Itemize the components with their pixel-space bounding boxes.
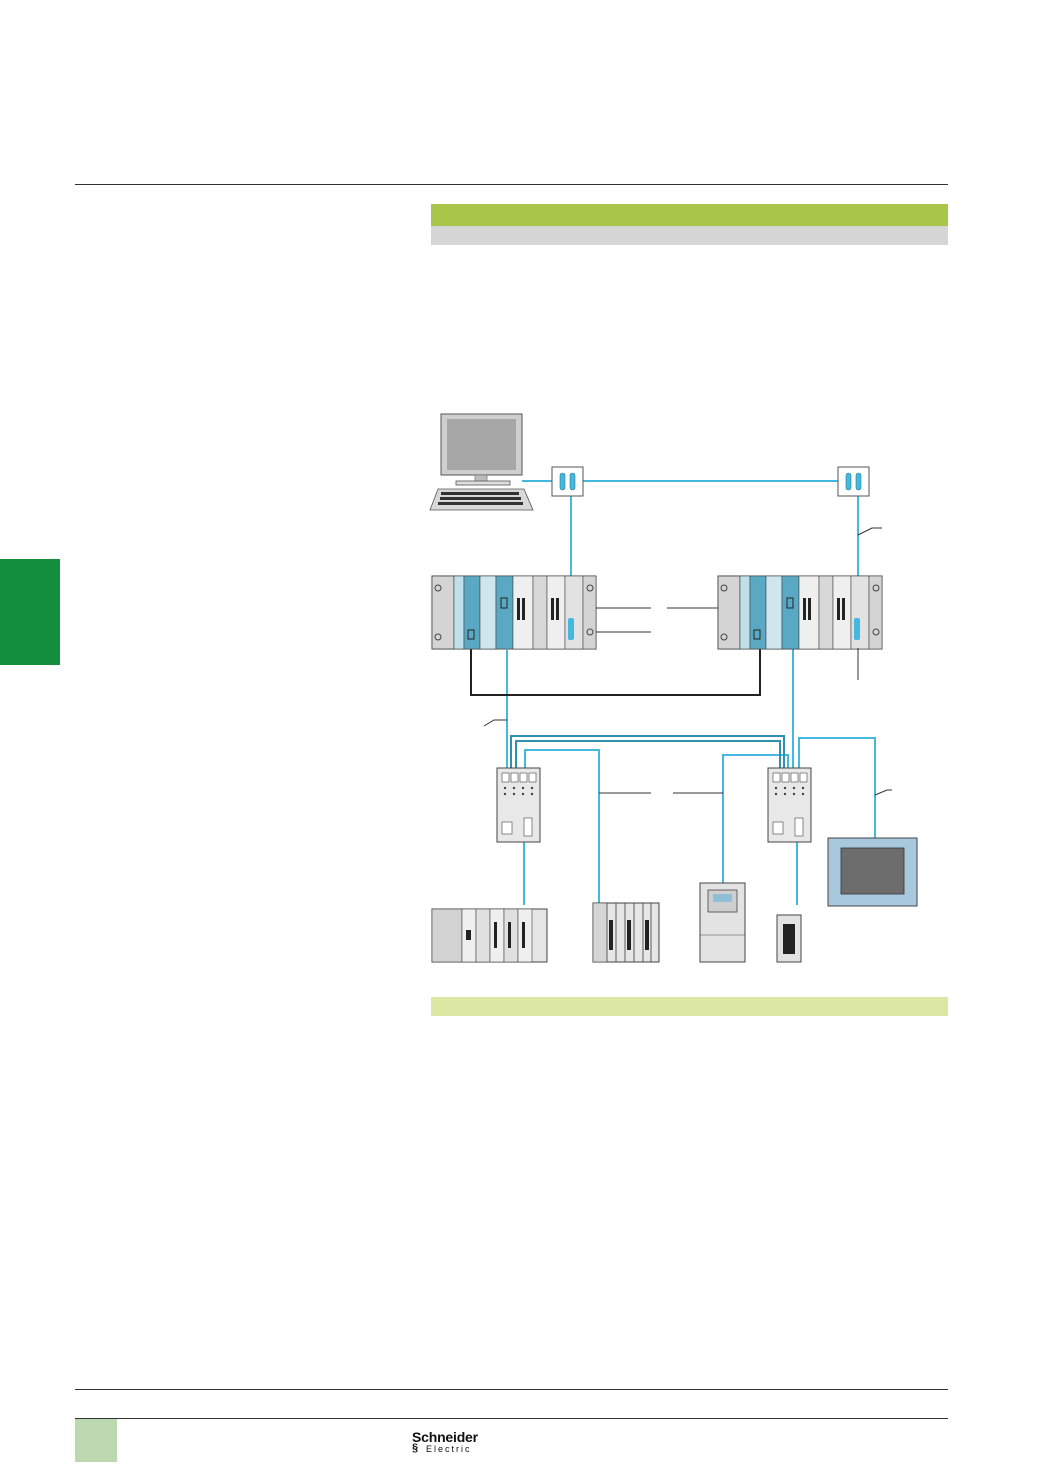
header-rule — [75, 184, 948, 185]
footer-page-tab — [75, 1419, 117, 1462]
hmi-panel-icon — [827, 837, 918, 907]
drive-icon — [699, 882, 746, 963]
ethernet-tap-icon — [837, 466, 870, 497]
io-island-icon — [592, 902, 660, 963]
figure-caption-band — [431, 997, 948, 1016]
ethernet-switch-icon — [767, 767, 812, 843]
rack-interlink-cable — [470, 646, 761, 696]
ethernet-switch-icon — [496, 767, 541, 843]
brand-logo: Schneider § Electric — [412, 1430, 502, 1454]
plc-rack-icon — [431, 575, 597, 650]
ethernet-cables — [506, 480, 876, 905]
brand-name: Schneider — [412, 1429, 478, 1445]
footer-rule-bottom — [75, 1418, 948, 1419]
section-title-band — [431, 204, 948, 226]
plc-rack-icon — [717, 575, 883, 650]
plc-rack-icon — [431, 908, 548, 963]
brand-glyph-icon: § — [412, 1442, 419, 1454]
brand-sub: Electric — [426, 1444, 472, 1454]
callout-lines — [483, 527, 892, 796]
chapter-tab — [0, 559, 60, 665]
ethernet-tap-icon — [551, 466, 584, 497]
section-subtitle-band — [431, 226, 948, 245]
workstation-icon — [429, 413, 534, 511]
switch-trunk — [510, 735, 785, 768]
io-module-icon — [776, 914, 802, 963]
footer-rule-top — [75, 1389, 948, 1390]
